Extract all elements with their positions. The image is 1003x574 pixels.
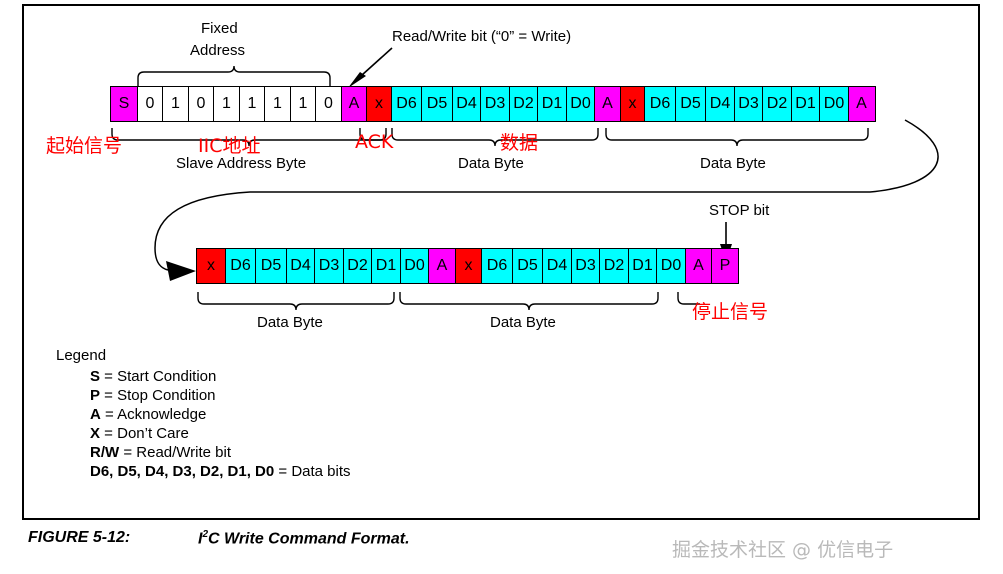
cn-iic-address-label: IIC地址 xyxy=(198,135,261,157)
fixed-address-label-line1: Fixed xyxy=(201,20,238,37)
legend-item-desc: = Don’t Care xyxy=(100,425,189,442)
legend-item-key: X xyxy=(90,425,101,442)
legend-item: S = Start Condition xyxy=(90,368,351,385)
bit-cell-bit: 1 xyxy=(264,86,291,122)
bit-cell-d: D0 xyxy=(819,86,849,122)
bit-cell-d: D5 xyxy=(421,86,453,122)
bit-cell-d: D5 xyxy=(674,86,707,122)
legend-item-desc: = Start Condition xyxy=(100,368,217,385)
cn-start-signal-label: 起始信号 xyxy=(46,135,123,157)
legend-item: R/W = Read/Write bit xyxy=(90,444,351,461)
legend-item-key: R/W xyxy=(90,444,120,461)
cn-data-label: 数据 xyxy=(500,132,539,154)
bit-cell-d: D0 xyxy=(565,86,596,122)
bit-cell-d: D4 xyxy=(542,248,572,284)
bit-cell-d: D4 xyxy=(451,86,482,122)
bit-cell-d: D4 xyxy=(705,86,735,122)
cn-ack-label: ACK xyxy=(355,131,394,153)
bit-cell-d: D4 xyxy=(285,248,316,284)
legend-heading: Legend xyxy=(56,347,107,364)
data-byte-label-3: Data Byte xyxy=(257,314,323,331)
slave-address-byte-label: Slave Address Byte xyxy=(176,155,307,172)
bit-cell-a: A xyxy=(340,86,368,122)
legend-item: X = Don’t Care xyxy=(90,425,351,442)
bit-cell-d: D6 xyxy=(224,248,257,284)
bit-cell-d: D5 xyxy=(255,248,287,284)
bit-cell-p: P xyxy=(711,248,739,284)
bit-cell-d: D2 xyxy=(762,86,792,122)
bit-cell-bit: 0 xyxy=(136,86,164,122)
stop-bit-label: STOP bit xyxy=(709,202,770,219)
fixed-address-label-line2: Address xyxy=(190,42,246,59)
bit-cell-d: D6 xyxy=(644,86,676,122)
figure-border xyxy=(22,4,980,520)
legend-item-desc: = Acknowledge xyxy=(100,406,207,423)
bit-cell-x: x xyxy=(454,248,483,284)
bit-cell-bit: 1 xyxy=(213,86,240,122)
data-byte-label-2: Data Byte xyxy=(700,155,766,172)
bit-cell-x: x xyxy=(196,248,226,284)
legend-item: P = Stop Condition xyxy=(90,387,351,404)
figure-number: FIGURE 5-12: xyxy=(28,529,131,546)
legend-item-key: D6, D5, D4, D3, D2, D1, D0 xyxy=(90,463,275,480)
bit-cell-a: A xyxy=(847,86,876,122)
bit-cell-d: D1 xyxy=(790,86,821,122)
legend-item-key: A xyxy=(90,406,101,423)
cn-stop-signal-label: 停止信号 xyxy=(692,301,769,323)
bit-cell-bit: 0 xyxy=(315,86,342,122)
bit-cell-d: D3 xyxy=(570,248,601,284)
bit-cell-x: x xyxy=(619,86,646,122)
bit-cell-bit: 1 xyxy=(238,86,266,122)
bit-cell-d: D2 xyxy=(342,248,373,284)
read-write-bit-label: Read/Write bit (“0” = Write) xyxy=(392,28,572,45)
bit-cell-d: D6 xyxy=(481,248,513,284)
legend-item-desc: = Data bits xyxy=(274,463,351,480)
figure-title: I2C Write Command Format. xyxy=(198,529,410,548)
bit-cell-x: x xyxy=(366,86,392,122)
bit-cell-d: D3 xyxy=(314,248,344,284)
bit-cell-d: D5 xyxy=(511,248,544,284)
data-byte-label-4: Data Byte xyxy=(490,314,556,331)
watermark: 掘金技术社区 @ 优信电子 xyxy=(672,539,894,561)
legend-item-desc: = Stop Condition xyxy=(100,387,216,404)
bit-cell-bit: 0 xyxy=(187,86,215,122)
data-byte-label-1: Data Byte xyxy=(458,155,524,172)
bit-cell-d: D2 xyxy=(508,86,539,122)
legend-item-key: P xyxy=(90,387,101,404)
bit-cell-d: D1 xyxy=(627,248,658,284)
bit-cell-d: D3 xyxy=(733,86,764,122)
bit-cell-d: D0 xyxy=(399,248,430,284)
bit-cell-d: D3 xyxy=(480,86,510,122)
legend-item-key: S xyxy=(90,368,101,385)
legend-item-desc: = Read/Write bit xyxy=(119,444,232,461)
figure-caption: FIGURE 5-12: I2C Write Command Format. xyxy=(28,529,410,547)
bit-cell-bit: 1 xyxy=(289,86,317,122)
bit-cell-a: A xyxy=(594,86,621,122)
bit-cell-a: A xyxy=(428,248,456,284)
legend-item: A = Acknowledge xyxy=(90,406,351,423)
bit-cell-d: D6 xyxy=(390,86,423,122)
bit-cell-d: D1 xyxy=(537,86,567,122)
bit-cell-bit: 1 xyxy=(162,86,189,122)
legend-item: D6, D5, D4, D3, D2, D1, D0 = Data bits xyxy=(90,463,351,480)
bit-cell-s: S xyxy=(110,86,138,122)
bit-cell-d: D0 xyxy=(656,248,686,284)
bit-cell-a: A xyxy=(684,248,713,284)
bit-cell-d: D2 xyxy=(599,248,629,284)
bit-cell-d: D1 xyxy=(371,248,401,284)
